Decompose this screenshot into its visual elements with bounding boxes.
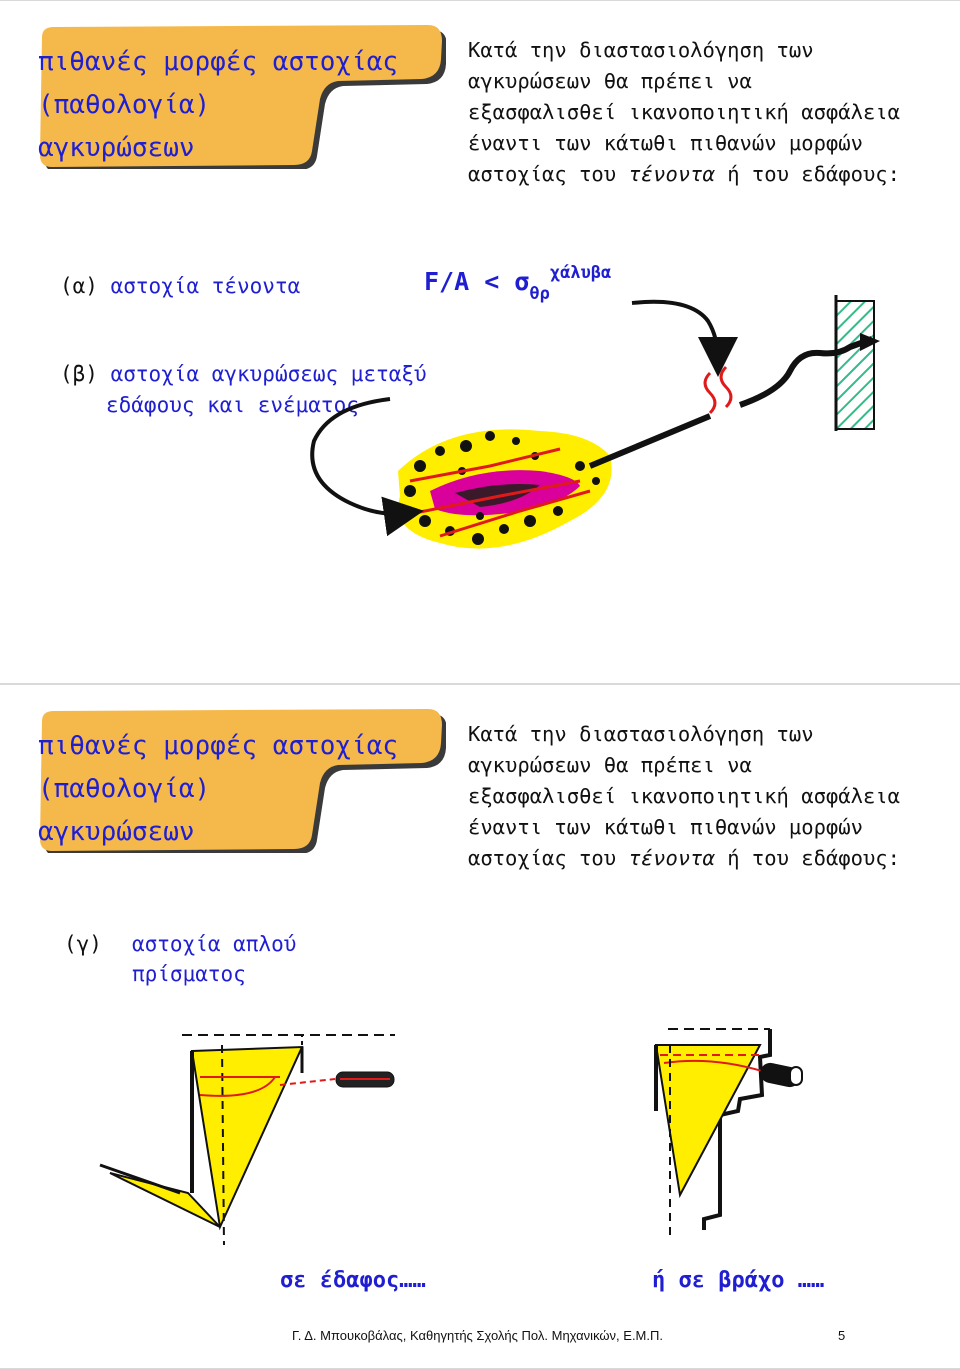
intro-paragraph: Κατά την διαστασιολόγηση των αγκυρώσεων … xyxy=(468,35,938,190)
intro2-italic-word: τένοντα xyxy=(628,846,715,870)
banner-shape xyxy=(40,25,446,169)
formula-main: F/A < σ xyxy=(424,267,530,296)
rupture-symbol xyxy=(703,365,733,415)
intro2-prefix: αστοχίας του xyxy=(468,846,629,870)
intro-paragraph-2: Κατά την διαστασιολόγηση των αγκυρώσεων … xyxy=(468,719,938,874)
retaining-wall xyxy=(834,295,875,431)
ground-anchor-illustration xyxy=(310,295,880,549)
intro-line-4: έναντι των κάτωθι πιθανών μορφών xyxy=(468,131,863,155)
banner-shape-2 xyxy=(40,709,446,853)
intro-line-5: αστοχίας του τένοντα ή του εδάφους: xyxy=(468,159,938,190)
banner-title: πιθανές μορφές αστοχίας (παθολογία) αγκυ… xyxy=(38,41,438,170)
grout-body xyxy=(398,429,612,549)
intro-suffix: ή του εδάφους: xyxy=(714,162,900,186)
banner2-line-3: αγκυρώσεων xyxy=(38,817,195,847)
caption-soil: σε έδαφος…… xyxy=(280,1268,426,1293)
slide-2: πιθανές μορφές αστοχίας (παθολογία) αγκυ… xyxy=(0,684,960,1369)
formula-superscript: χάλυβα xyxy=(549,263,612,283)
title-banner: πιθανές μορφές αστοχίας (παθολογία) αγκυ… xyxy=(28,19,446,169)
banner-line-2: (παθολογία) xyxy=(38,90,211,120)
intro2-line-4: έναντι των κάτωθι πιθανών μορφών xyxy=(468,815,863,839)
slide-1: πιθανές μορφές αστοχίας (παθολογία) αγκυ… xyxy=(0,0,960,684)
banner2-line-2: (παθολογία) xyxy=(38,774,211,804)
steel-strength-formula: F/A < σθρχάλυβα xyxy=(424,263,611,304)
rock-wedge-figure xyxy=(654,1028,803,1235)
soil-wedge-figure xyxy=(99,1034,395,1246)
arrow-to-grout xyxy=(310,397,424,537)
banner-line-1: πιθανές μορφές αστοχίας xyxy=(38,47,399,77)
item-b: (β) αστοχία αγκυρώσεως μεταξύ xyxy=(60,359,427,389)
intro-line-1: Κατά την διαστασιολόγηση των xyxy=(468,38,814,62)
intro2-line-2: αγκυρώσεων θα πρέπει να xyxy=(468,753,752,777)
item-b-line-1: αστοχία αγκυρώσεως μεταξύ xyxy=(110,362,427,386)
intro-line-3: εξασφαλισθεί ικανοποιητική ασφάλεια xyxy=(468,100,900,124)
tendon xyxy=(588,333,880,469)
intro2-line-5: αστοχίας του τένοντα ή του εδάφους: xyxy=(468,843,938,874)
item-a: (α) αστοχία τένοντα xyxy=(60,271,300,301)
intro-italic-word: τένοντα xyxy=(628,162,715,186)
page-number: 5 xyxy=(838,1328,846,1343)
arrow-to-tendon xyxy=(631,299,738,377)
item-b-continued: εδάφους και ενέματος xyxy=(106,390,359,420)
intro-line-2: αγκυρώσεων θα πρέπει να xyxy=(468,69,752,93)
item-a-marker: (α) xyxy=(60,274,98,298)
banner-title-2: πιθανές μορφές αστοχίας (παθολογία) αγκυ… xyxy=(38,725,438,854)
title-banner-2: πιθανές μορφές αστοχίας (παθολογία) αγκυ… xyxy=(28,703,446,853)
formula-subscript: θρ xyxy=(529,284,550,304)
intro2-line-1: Κατά την διαστασιολόγηση των xyxy=(468,722,814,746)
item-b-line-2: εδάφους και ενέματος xyxy=(106,393,359,417)
intro2-line-3: εξασφαλισθεί ικανοποιητική ασφάλεια xyxy=(468,784,900,808)
intro2-suffix: ή του εδάφους: xyxy=(714,846,900,870)
intro-prefix: αστοχίας του xyxy=(468,162,629,186)
item-a-text: αστοχία τένοντα xyxy=(110,274,301,298)
banner2-line-1: πιθανές μορφές αστοχίας xyxy=(38,731,399,761)
item-b-marker: (β) xyxy=(60,362,98,386)
item-c-line-2: πρίσματος xyxy=(132,962,246,986)
item-c-line-1: αστοχία απλού xyxy=(132,932,297,956)
caption-rock: ή σε βράχο …… xyxy=(652,1268,825,1293)
item-c-marker: (γ) xyxy=(64,932,102,956)
footer-author: Γ. Δ. Μπουκοβάλας, Καθηγητής Σχολής Πολ.… xyxy=(292,1328,664,1343)
banner-line-3: αγκυρώσεων xyxy=(38,133,195,163)
